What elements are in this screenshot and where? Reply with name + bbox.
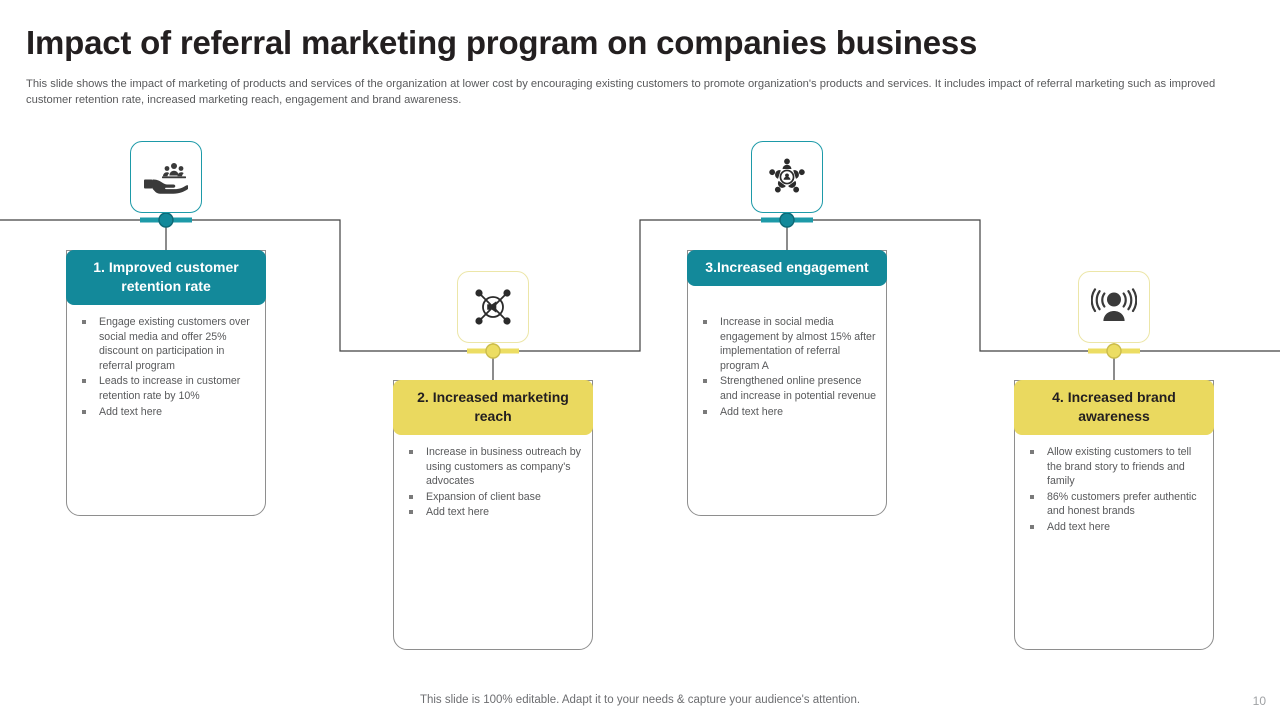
- node-dot-1: [158, 212, 174, 228]
- list-item: Engage existing customers over social me…: [81, 315, 257, 373]
- bullet-square-icon: [82, 379, 86, 384]
- bullet-square-icon: [1030, 494, 1034, 499]
- card-improved-customer-retention-rate[interactable]: 1. Improved customer retention rate Enga…: [66, 250, 266, 516]
- list-item-text: Allow existing customers to tell the bra…: [1047, 446, 1192, 488]
- list-item-text: Expansion of client base: [426, 490, 541, 503]
- page-title: Impact of referral marketing program on …: [26, 24, 978, 61]
- list-item: 86% customers prefer authentic and hones…: [1029, 490, 1205, 519]
- list-item-text: 86% customers prefer authentic and hones…: [1047, 490, 1197, 518]
- list-item-text: Add text here: [426, 506, 490, 519]
- bullet-square-icon: [409, 510, 413, 515]
- node-bar-2: [467, 348, 519, 354]
- list-item-text: Add text here: [720, 405, 784, 418]
- node-dot-2: [485, 343, 501, 359]
- list-item-text: Increase in business outreach by using c…: [426, 446, 581, 488]
- card-increased-brand-awareness[interactable]: 4. Increased brand awareness Allow exist…: [1014, 380, 1214, 650]
- list-item-text: Engage existing customers over social me…: [99, 316, 250, 372]
- bullet-square-icon: [82, 320, 86, 324]
- bullet-square-icon: [1030, 450, 1034, 454]
- editable-note: This slide is 100% editable. Adapt it to…: [419, 694, 861, 706]
- card-title: 2. Increased marketing reach: [393, 380, 593, 435]
- person-broadcast-icon[interactable]: [1078, 271, 1150, 343]
- list-item-text: Strengthened online presence and increas…: [720, 375, 877, 402]
- slide-description: This slide shows the impact of marketing…: [26, 78, 1216, 106]
- card-title: 1. Improved customer retention rate: [66, 250, 266, 305]
- card-body: Increase in business outreach by using c…: [394, 437, 594, 521]
- node-bar-3: [761, 217, 813, 223]
- bullet-square-icon: [703, 409, 707, 414]
- list-item: Add text here: [81, 405, 257, 420]
- card-title: 4. Increased brand awareness: [1014, 380, 1214, 435]
- bullet-square-icon: [703, 320, 707, 324]
- list-item: Strengthened online presence and increas…: [702, 374, 878, 403]
- bullet-list: Engage existing customers over social me…: [81, 315, 257, 419]
- bullet-list: Allow existing customers to tell the bra…: [1029, 445, 1205, 535]
- list-item: Add text here: [408, 505, 584, 520]
- list-item-text: Increase in social media engagement by a…: [720, 316, 876, 372]
- node-dot-3: [779, 212, 795, 228]
- node-bar-4: [1088, 348, 1140, 354]
- list-item-text: Add text here: [1047, 520, 1111, 533]
- list-item: Increase in business outreach by using c…: [408, 445, 584, 489]
- card-body: Engage existing customers over social me…: [67, 307, 267, 420]
- bullet-list: Increase in social media engagement by a…: [702, 315, 878, 419]
- bullet-square-icon: [703, 379, 707, 384]
- node-bar-1: [140, 217, 192, 223]
- list-item: Add text here: [702, 405, 878, 420]
- node-dot-4: [1106, 343, 1122, 359]
- network-megaphone-icon[interactable]: [457, 271, 529, 343]
- list-item: Add text here: [1029, 520, 1205, 535]
- card-body: Allow existing customers to tell the bra…: [1015, 437, 1215, 536]
- bullet-square-icon: [1030, 524, 1034, 529]
- bullet-square-icon: [82, 409, 86, 414]
- list-item: Allow existing customers to tell the bra…: [1029, 445, 1205, 489]
- hand-holding-people-icon[interactable]: [130, 141, 202, 213]
- team-engagement-icon[interactable]: [751, 141, 823, 213]
- card-increased-marketing-reach[interactable]: 2. Increased marketing reach Increase in…: [393, 380, 593, 650]
- card-title: 3.Increased engagement: [687, 250, 887, 286]
- list-item-text: Leads to increase in customer retention …: [99, 375, 241, 402]
- list-item: Increase in social media engagement by a…: [702, 315, 878, 373]
- bullet-list: Increase in business outreach by using c…: [408, 445, 584, 520]
- bullet-square-icon: [409, 494, 413, 499]
- bullet-square-icon: [409, 450, 413, 454]
- card-increased-engagement[interactable]: 3.Increased engagement Increase in socia…: [687, 250, 887, 516]
- list-item: Leads to increase in customer retention …: [81, 374, 257, 403]
- card-body: Increase in social media engagement by a…: [688, 307, 888, 420]
- list-item-text: Add text here: [99, 405, 163, 418]
- page-number: 10: [1252, 694, 1266, 708]
- list-item: Expansion of client base: [408, 490, 584, 505]
